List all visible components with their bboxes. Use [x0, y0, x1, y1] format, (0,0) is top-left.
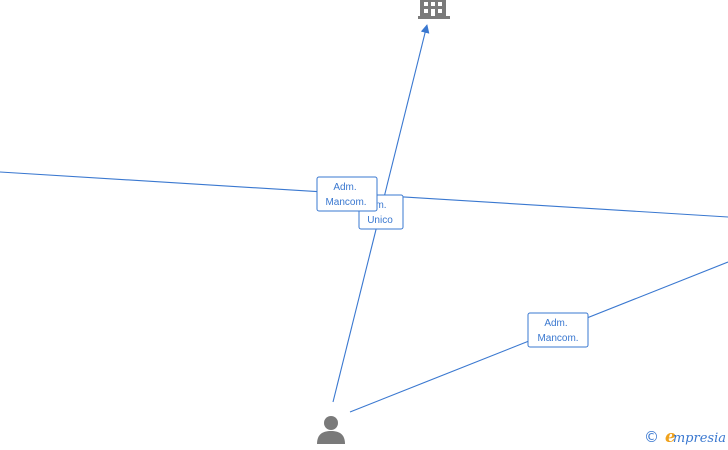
- empresia-watermark: © empresia: [644, 427, 726, 447]
- edge-label-adm-mancom-2-line1: Adm.: [544, 318, 567, 329]
- edge-label-adm-mancom-1-line1: Adm.: [333, 182, 356, 193]
- building-icon[interactable]: [418, 0, 450, 19]
- edge-label-adm-mancom-2-line2: Mancom.: [537, 333, 578, 344]
- edge-label-adm-mancom-2[interactable]: Adm. Mancom.: [527, 312, 589, 348]
- copyright-symbol: ©: [644, 428, 660, 446]
- edge-label-adm-mancom-1[interactable]: Adm. Mancom.: [316, 176, 378, 212]
- person-icon[interactable]: [317, 416, 345, 444]
- brand-logo-text: mpresia: [672, 431, 726, 446]
- edge-label-adm-unico-line2: Unico: [367, 215, 393, 226]
- edge-label-adm-mancom-1-line2: Mancom.: [325, 197, 366, 208]
- brand-logo-e: e: [665, 427, 676, 447]
- edge-label-adm-unico-line1: m.: [375, 200, 386, 211]
- brand-logo: empresia: [665, 427, 726, 447]
